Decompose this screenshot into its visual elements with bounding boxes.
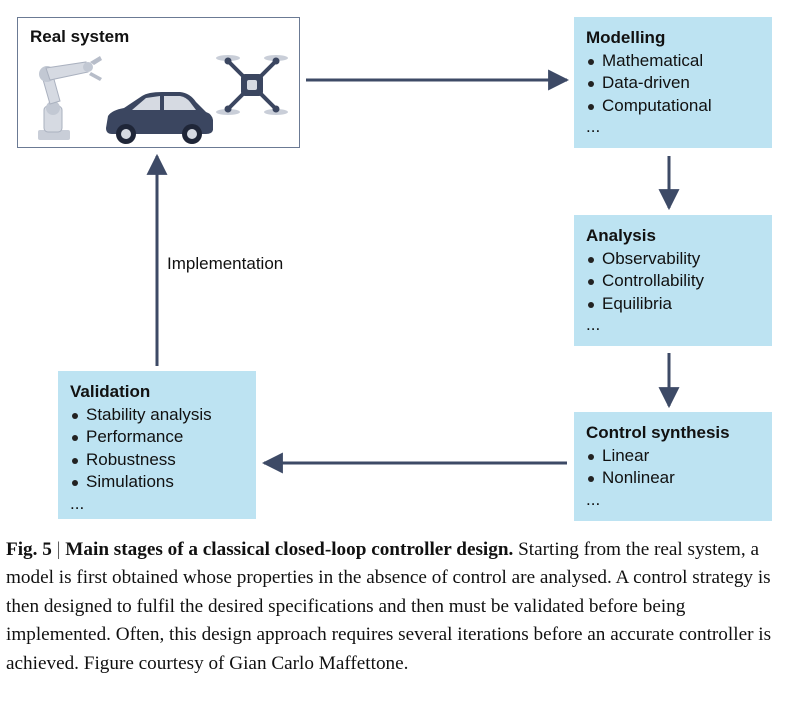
- bullet-icon: [72, 457, 78, 464]
- control-synthesis-more: ...: [586, 489, 601, 509]
- validation-title: Validation: [70, 382, 151, 401]
- bullet-icon: [72, 435, 78, 441]
- drone-icon: [216, 55, 288, 115]
- list-item: Simulations: [70, 471, 244, 494]
- analysis-more: ...: [586, 315, 601, 334]
- list-item: Equilibria: [586, 293, 760, 316]
- list-item: Controllability: [586, 270, 760, 293]
- validation-more: ...: [70, 493, 85, 513]
- bullet-icon: [588, 279, 594, 285]
- caption-fig-number: Fig. 5: [6, 539, 52, 560]
- caption-text: Starting from the real system, a model i…: [6, 539, 772, 674]
- list-item: Computational: [586, 95, 760, 118]
- caption-separator: |: [51, 539, 66, 560]
- bullet-icon: [588, 103, 594, 110]
- car-icon: [106, 92, 213, 144]
- list-item: Observability: [586, 248, 760, 271]
- bullet-icon: [588, 301, 594, 308]
- list-item: Mathematical: [586, 50, 760, 73]
- bullet-icon: [72, 412, 78, 419]
- modelling-title: Modelling: [586, 28, 666, 47]
- caption-title: Main stages of a classical closed-loop c…: [65, 539, 514, 560]
- control-synthesis-box: Control synthesis Linear Nonlinear ...: [574, 412, 772, 521]
- control-synthesis-title: Control synthesis: [586, 423, 730, 442]
- bullet-icon: [588, 256, 594, 263]
- bullet-icon: [588, 81, 594, 87]
- robot-arm-icon: [38, 56, 102, 140]
- modelling-box: Modelling Mathematical Data-driven Compu…: [574, 17, 772, 148]
- analysis-title: Analysis: [586, 226, 656, 245]
- list-item: Data-driven: [586, 72, 760, 95]
- bullet-icon: [588, 453, 594, 460]
- analysis-box: Analysis Observability Controllability E…: [574, 215, 772, 346]
- real-system-title: Real system: [30, 27, 130, 46]
- list-item: Stability analysis: [70, 404, 244, 427]
- list-item: Performance: [70, 426, 244, 449]
- bullet-icon: [72, 480, 78, 486]
- list-item: Linear: [586, 445, 760, 468]
- figure-caption: Fig. 5 | Main stages of a classical clos…: [6, 536, 782, 678]
- list-item: Robustness: [70, 449, 244, 472]
- modelling-more: ...: [586, 117, 601, 136]
- list-item: Nonlinear: [586, 467, 760, 490]
- real-system-box: Real system: [17, 17, 300, 148]
- implementation-label: Implementation: [167, 254, 284, 273]
- validation-box: Validation Stability analysis Performanc…: [58, 371, 256, 519]
- bullet-icon: [588, 58, 594, 65]
- bullet-icon: [588, 476, 594, 482]
